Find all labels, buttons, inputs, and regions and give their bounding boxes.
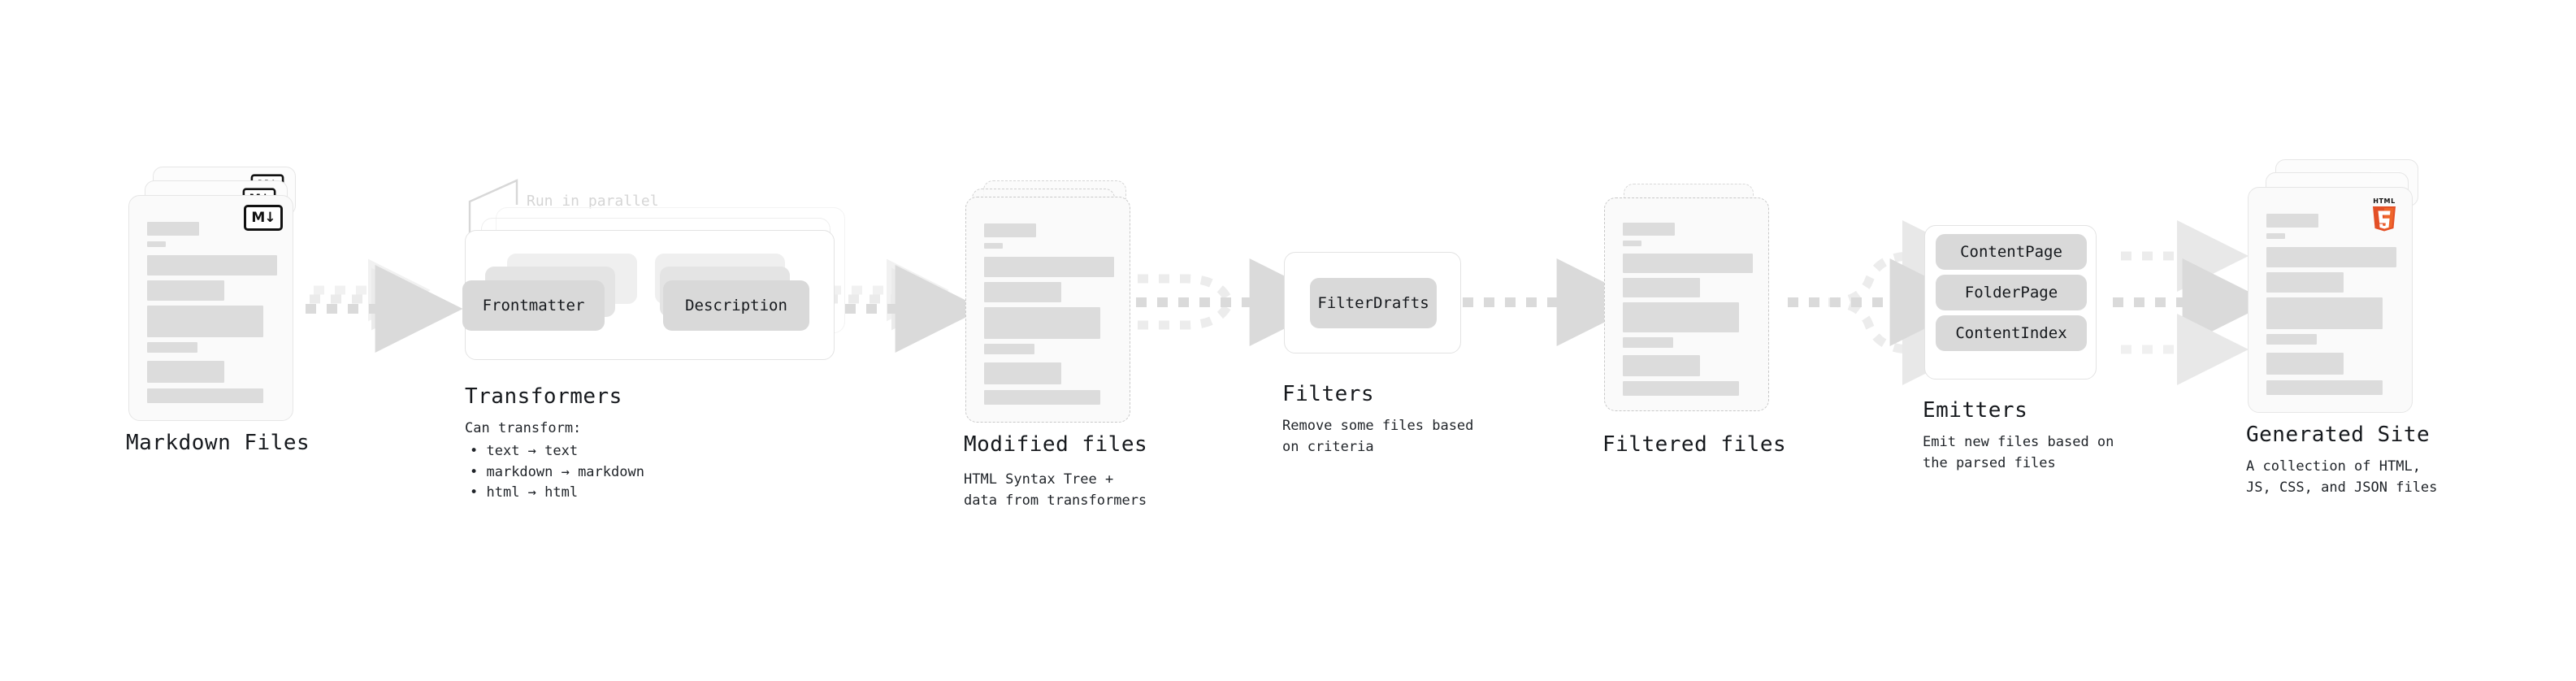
html5-shield-icon: HTML <box>2373 197 2396 232</box>
bullet-label: text → text <box>486 443 579 459</box>
svg-text:HTML: HTML <box>2373 197 2396 205</box>
card-bar <box>984 390 1100 405</box>
stage-title-emitters: Emitters <box>1923 398 2028 423</box>
bullet-label: markdown → markdown <box>486 463 644 480</box>
card-bar <box>2266 297 2383 329</box>
card-bar <box>984 243 1003 249</box>
emitters-desc: Emit new files based on the parsed files <box>1923 434 2114 471</box>
generated-site-desc: A collection of HTML, JS, CSS, and JSON … <box>2246 458 2438 496</box>
chip-label: FolderPage <box>1964 284 2058 301</box>
transformer-chip-description[interactable]: Description <box>663 280 809 331</box>
chip-label: ContentIndex <box>1955 324 2067 342</box>
filter-chip-filterdrafts[interactable]: FilterDrafts <box>1310 278 1437 328</box>
card-bar <box>2266 214 2318 228</box>
site-card: HTML <box>2248 187 2413 413</box>
transformer-chip-frontmatter[interactable]: Frontmatter <box>462 280 605 331</box>
card-bar <box>147 255 277 275</box>
stage-title-filtered-files: Filtered files <box>1602 432 1787 457</box>
markdown-badge-icon: M↓ <box>244 205 283 231</box>
card-bar <box>1623 241 1641 246</box>
card-bar <box>147 388 263 403</box>
card-bar <box>1623 355 1700 376</box>
card-bar <box>984 344 1034 354</box>
arrow-markdown-to-transformers <box>306 258 463 353</box>
filtered-card <box>1604 197 1769 411</box>
card-bar <box>147 241 166 247</box>
transformers-bullets: • text → text • markdown → markdown • ht… <box>470 441 644 504</box>
bullet-item: • markdown → markdown <box>470 463 644 480</box>
card-bar <box>1623 337 1673 348</box>
card-bar <box>1623 254 1753 273</box>
card-bar <box>147 280 224 301</box>
stage-title-filters: Filters <box>1282 382 1375 406</box>
card-bar <box>147 222 199 236</box>
transformers-desc: Can transform: <box>465 420 582 436</box>
card-bar <box>2266 233 2285 239</box>
chip-label: Frontmatter <box>482 297 585 314</box>
emitter-chip-contentpage[interactable]: ContentPage <box>1936 234 2087 270</box>
modified-card <box>965 197 1130 423</box>
card-bar <box>2266 272 2344 293</box>
card-bar <box>984 282 1061 302</box>
chip-label: Description <box>685 297 787 314</box>
bullet-item: • text → text <box>470 443 579 459</box>
card-bar <box>2266 380 2383 395</box>
card-bar <box>1623 278 1700 297</box>
card-bar <box>984 362 1061 384</box>
card-bar <box>147 306 263 337</box>
arrow-emitters-to-site <box>2113 220 2270 385</box>
chip-label: ContentPage <box>1960 243 2062 261</box>
stage-title-modified-files: Modified files <box>964 432 1148 457</box>
markdown-card: M↓ <box>128 195 293 421</box>
arrow-modified-to-filters <box>1136 258 1338 346</box>
stage-title-transformers: Transformers <box>465 384 622 409</box>
card-bar <box>984 257 1114 277</box>
card-bar <box>984 307 1100 339</box>
emitter-chip-contentindex[interactable]: ContentIndex <box>1936 315 2087 351</box>
filters-desc: Remove some files based on criteria <box>1282 418 1474 455</box>
arrow-filtered-to-emitters <box>1788 220 1978 385</box>
bullet-label: html → html <box>486 484 579 501</box>
card-bar <box>1623 381 1739 396</box>
card-bar <box>147 342 197 353</box>
card-bar <box>1623 223 1675 236</box>
card-bar <box>2266 334 2317 345</box>
modified-files-desc: HTML Syntax Tree + data from transformer… <box>964 471 1147 509</box>
card-bar <box>1623 302 1739 332</box>
card-bar <box>984 223 1036 237</box>
bullet-item: • html → html <box>470 484 579 501</box>
card-bar <box>2266 247 2396 267</box>
stage-title-generated-site: Generated Site <box>2246 423 2431 447</box>
card-bar <box>147 361 224 383</box>
parallel-annotation: Run in parallel <box>527 193 659 210</box>
stage-title-markdown-files: Markdown Files <box>126 431 310 455</box>
chip-label: FilterDrafts <box>1317 294 1429 312</box>
card-bar <box>2266 353 2344 375</box>
emitter-chip-folderpage[interactable]: FolderPage <box>1936 275 2087 310</box>
